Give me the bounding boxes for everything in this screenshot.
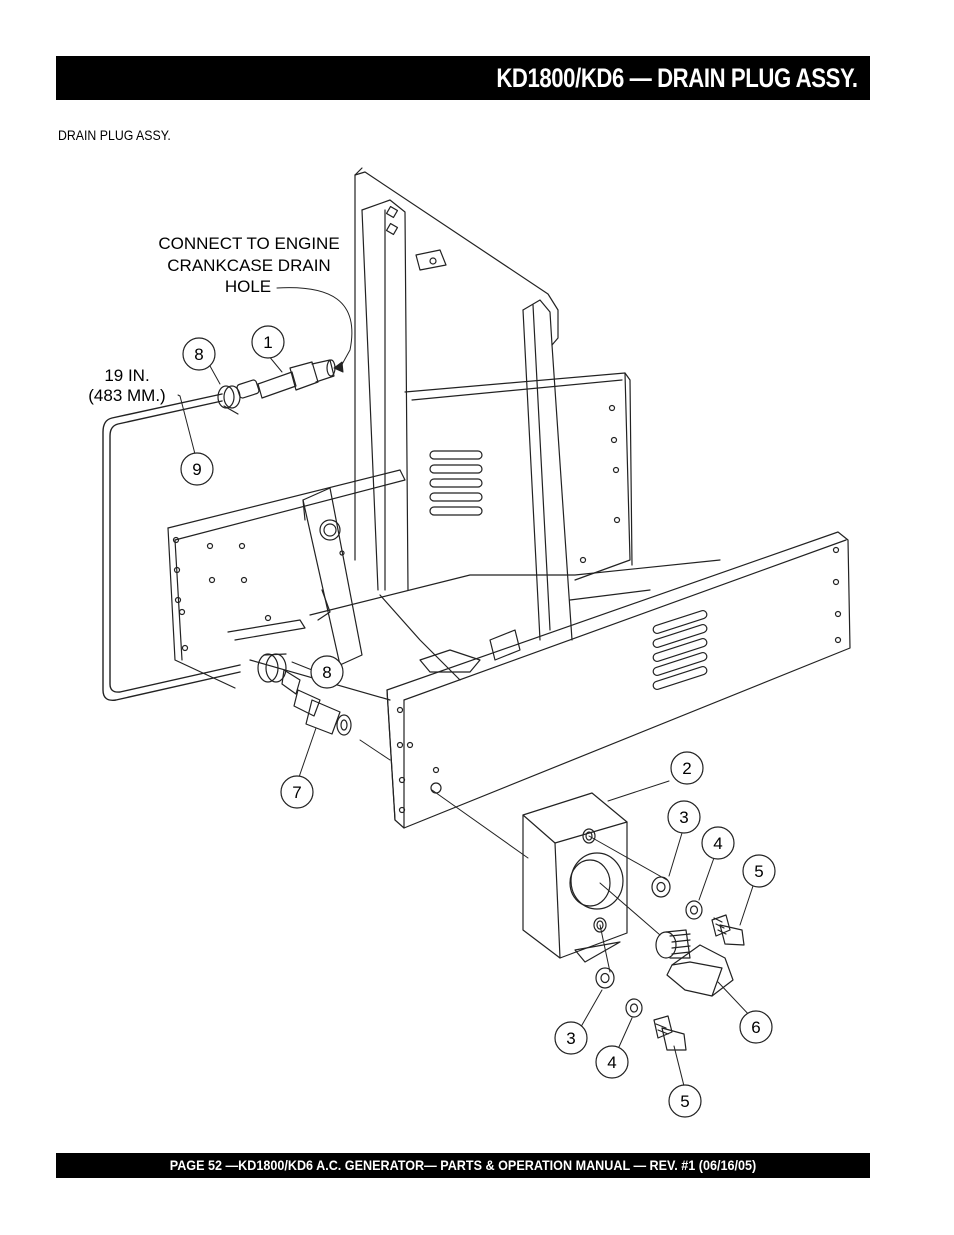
callout-balloons bbox=[180, 325, 776, 1118]
balloon-2-number: 2 bbox=[682, 759, 691, 778]
balloon-numbers: 1 8 9 8 7 2 3 4 5 6 3 4 5 bbox=[192, 333, 763, 1111]
balloon-2 bbox=[670, 751, 704, 785]
section-label: DRAIN PLUG ASSY. bbox=[58, 127, 171, 143]
frame-floor bbox=[249, 559, 721, 701]
balloon-7 bbox=[280, 775, 314, 809]
balloon-3-lower bbox=[554, 1021, 588, 1055]
balloon-8-upper-number: 8 bbox=[194, 345, 203, 364]
balloon-8-upper bbox=[182, 337, 216, 371]
drain-plug bbox=[655, 929, 734, 997]
balloon-4-lower bbox=[595, 1045, 629, 1079]
footer-bar: PAGE 52 —KD1800/KD6 A.C. GENERATOR— PART… bbox=[56, 1153, 870, 1178]
balloon-8-lower bbox=[310, 655, 344, 689]
balloon-7-number: 7 bbox=[292, 783, 301, 802]
balloon-3-upper bbox=[667, 800, 701, 834]
footer-text: PAGE 52 —KD1800/KD6 A.C. GENERATOR— PART… bbox=[169, 1157, 757, 1173]
balloon-9-number: 9 bbox=[192, 460, 201, 479]
header-bar: KD1800/KD6 — DRAIN PLUG ASSY. bbox=[56, 56, 870, 100]
connect-note-line3: HOLE bbox=[225, 277, 271, 296]
connect-note-line2: CRANKCASE DRAIN bbox=[167, 256, 330, 275]
diagonal-brace bbox=[302, 487, 363, 666]
back-panel bbox=[354, 167, 573, 641]
balloon-5-upper bbox=[742, 854, 776, 888]
page-title: KD1800/KD6 — DRAIN PLUG ASSY. bbox=[496, 63, 859, 93]
balloon-1 bbox=[251, 325, 285, 359]
balloon-3-lower-number: 3 bbox=[566, 1029, 575, 1048]
balloon-4-lower-number: 4 bbox=[607, 1053, 616, 1072]
drain-hose bbox=[102, 393, 241, 701]
balloon-4-upper bbox=[701, 826, 735, 860]
balloon-6 bbox=[739, 1010, 773, 1044]
hardware bbox=[595, 876, 745, 1051]
leader-lines bbox=[177, 287, 756, 1091]
balloon-6-number: 6 bbox=[751, 1018, 760, 1037]
upper-fitting bbox=[217, 359, 336, 415]
left-end-panel bbox=[167, 469, 406, 689]
balloon-5-lower-number: 5 bbox=[680, 1092, 689, 1111]
front-wall bbox=[386, 531, 851, 829]
balloon-4-upper-number: 4 bbox=[713, 834, 722, 853]
hose-length-line1: 19 IN. bbox=[104, 366, 149, 385]
balloon-5-lower bbox=[668, 1084, 702, 1118]
balloon-9 bbox=[180, 452, 214, 486]
balloon-3-upper-number: 3 bbox=[679, 808, 688, 827]
lower-fitting bbox=[257, 653, 352, 736]
hose-length-line2: (483 MM.) bbox=[88, 386, 165, 405]
connect-note-line1: CONNECT TO ENGINE bbox=[158, 234, 339, 253]
balloon-5-upper-number: 5 bbox=[754, 862, 763, 881]
balloon-8-lower-number: 8 bbox=[322, 663, 331, 682]
balloon-1-number: 1 bbox=[263, 333, 272, 352]
mounting-plate bbox=[522, 792, 628, 963]
side-wall bbox=[404, 372, 633, 581]
callout-notes: CONNECT TO ENGINE CRANKCASE DRAIN HOLE 1… bbox=[88, 234, 339, 405]
